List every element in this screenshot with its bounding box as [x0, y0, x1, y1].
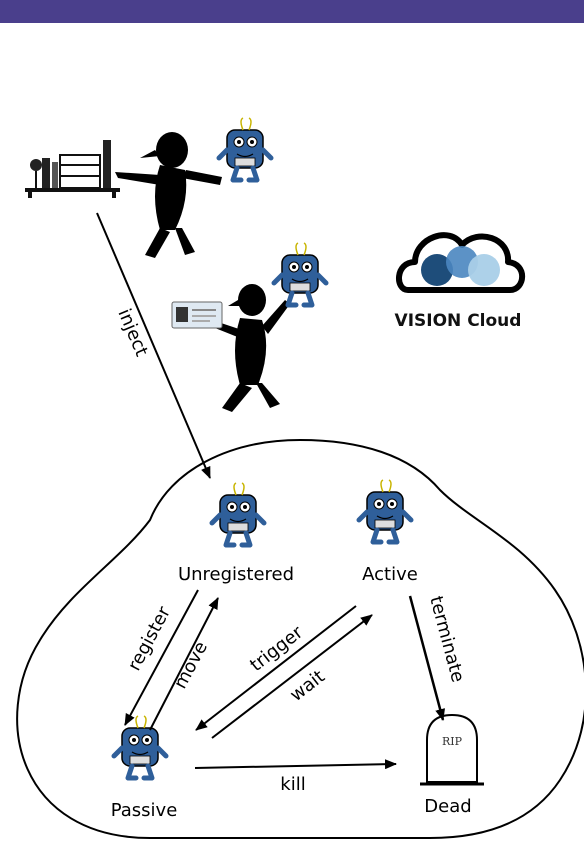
held-agent-icon [219, 118, 271, 180]
label-kill: kill [280, 774, 305, 795]
state-unregistered: Unregistered [178, 564, 294, 585]
label-wait: wait [286, 666, 329, 706]
label-inject: inject [113, 306, 152, 360]
id-agent-icon [274, 243, 326, 305]
arrow-inject [96, 212, 211, 479]
logo-text: VISION Cloud [395, 311, 522, 331]
active-agent-icon [359, 480, 411, 542]
state-passive: Passive [111, 800, 178, 821]
arrow-wait [195, 605, 357, 731]
vision-cloud-logo: VISION Cloud [395, 232, 526, 331]
state-dead: Dead [424, 796, 471, 817]
unregistered-agent-icon [212, 483, 264, 545]
server-shelf-icon [25, 140, 120, 198]
label-register: register [124, 603, 175, 675]
arrow-trigger [211, 614, 373, 739]
passive-agent-icon [114, 716, 166, 778]
arrow-register [124, 589, 199, 726]
tombstone-icon: RIP [420, 713, 484, 786]
header-bar [0, 0, 584, 23]
tombstone-text: RIP [442, 735, 463, 748]
label-move: move [170, 638, 212, 692]
cloud-boundary [16, 438, 584, 839]
label-terminate: terminate [425, 594, 468, 685]
arrow-move [149, 597, 219, 731]
arrow-kill [194, 759, 397, 770]
arrow-terminate [408, 595, 446, 721]
state-active: Active [362, 564, 418, 585]
person-icon [115, 132, 222, 258]
id-card-icon [171, 301, 223, 329]
